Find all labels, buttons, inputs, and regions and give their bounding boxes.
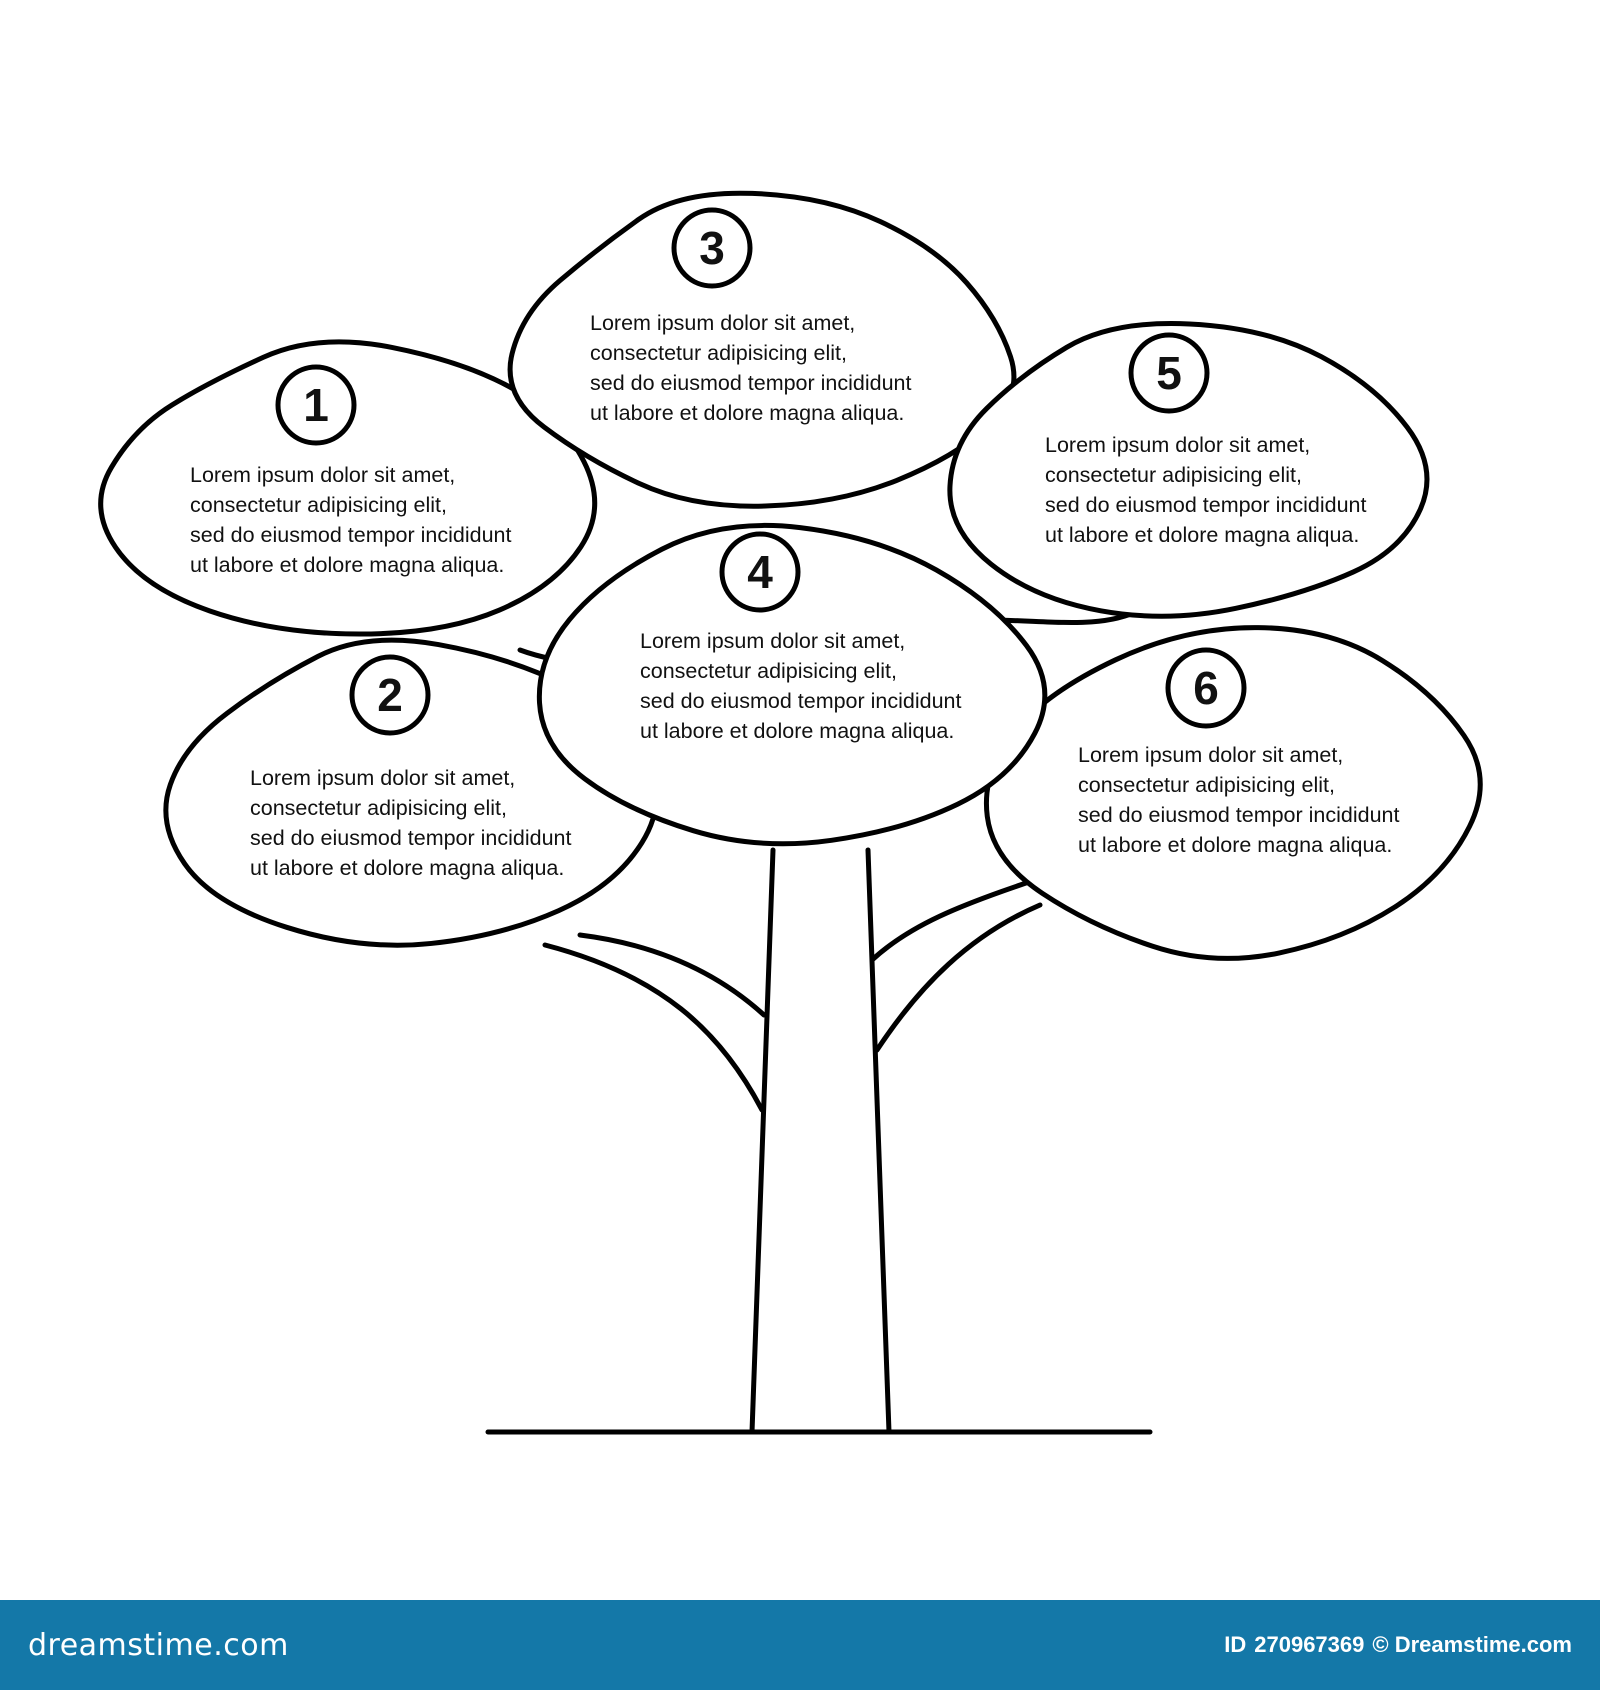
cloud-4-text-line: ut labore et dolore magna aliqua. [640, 719, 954, 743]
cloud-4-badge [719, 531, 801, 613]
cloud-3-outline [507, 190, 1017, 509]
image-id-label: ID [1224, 1632, 1247, 1657]
cloud-5-text-line: ut labore et dolore magna aliqua. [1045, 523, 1359, 547]
footer-credit: © Dreamstime.com [1372, 1632, 1572, 1657]
cloud-6-text-line: sed do eiusmod tempor incididunt [1078, 803, 1400, 827]
trunk-left-edge [749, 847, 776, 1435]
cloud-3-badge [671, 207, 753, 289]
cloud-2-text-line: ut labore et dolore magna aliqua. [250, 856, 564, 880]
cloud-4-text-line: consectetur adipisicing elit, [640, 659, 897, 683]
cloud-5-text-line: consectetur adipisicing elit, [1045, 463, 1302, 487]
image-id-value: 270967369 [1254, 1632, 1365, 1657]
cloud-6-text-line: Lorem ipsum dolor sit amet, [1078, 743, 1343, 767]
cloud-1-text-line: Lorem ipsum dolor sit amet, [190, 463, 455, 487]
cloud-5-badge [1128, 332, 1210, 414]
cloud-6-text-line: consectetur adipisicing elit, [1078, 773, 1335, 797]
cloud-2-text-line: Lorem ipsum dolor sit amet, [250, 766, 515, 790]
cloud-5-text-line: Lorem ipsum dolor sit amet, [1045, 433, 1310, 457]
cloud-2-badge [349, 654, 431, 736]
cloud-3-text-line: Lorem ipsum dolor sit amet, [590, 311, 855, 335]
cloud-1-text-line: ut labore et dolore magna aliqua. [190, 553, 504, 577]
cloud-4-text-line: Lorem ipsum dolor sit amet, [640, 629, 905, 653]
branch-right-upper [869, 877, 1038, 963]
cloud-2-text-line: consectetur adipisicing elit, [250, 796, 507, 820]
trunk-right-edge [865, 847, 892, 1435]
cloud-4-number: 4 [747, 546, 773, 598]
cloud-6-badge [1165, 647, 1247, 729]
cloud-4-outline [536, 522, 1048, 847]
cloud-2-text-line: sed do eiusmod tempor incididunt [250, 826, 572, 850]
cloud-3-text-line: ut labore et dolore magna aliqua. [590, 401, 904, 425]
cloud-1-text-line: sed do eiusmod tempor incididunt [190, 523, 512, 547]
branch-right-lower [874, 902, 1043, 1053]
cloud-3-text-line: sed do eiusmod tempor incididunt [590, 371, 912, 395]
cloud-2-number: 2 [377, 669, 403, 721]
footer-meta: ID 270967369 © Dreamstime.com [1216, 1632, 1572, 1658]
cloud-5-outline [947, 321, 1430, 619]
cloud-1-number: 1 [303, 379, 329, 431]
cloud-6-number: 6 [1193, 662, 1219, 714]
cloud-5-number: 5 [1156, 347, 1182, 399]
footer-bar: dreamstime.com ID 270967369 © Dreamstime.c… [0, 1600, 1600, 1690]
cloud-1-badge [275, 364, 357, 446]
cloud-1-outline [98, 339, 598, 637]
cloud-4-text-line: sed do eiusmod tempor incididunt [640, 689, 962, 713]
cloud-6-text-line: ut labore et dolore magna aliqua. [1078, 833, 1392, 857]
cloud-3-text-line: consectetur adipisicing elit, [590, 341, 847, 365]
cloud-3-number: 3 [699, 222, 725, 274]
cloud-1-text-line: consectetur adipisicing elit, [190, 493, 447, 517]
cloud-6-outline [984, 625, 1483, 961]
cloud-5-text-line: sed do eiusmod tempor incididunt [1045, 493, 1367, 517]
branch-left-upper [577, 932, 767, 1018]
dreamstime-logo: dreamstime.com [28, 1627, 289, 1663]
branch-left-lower [542, 942, 765, 1113]
